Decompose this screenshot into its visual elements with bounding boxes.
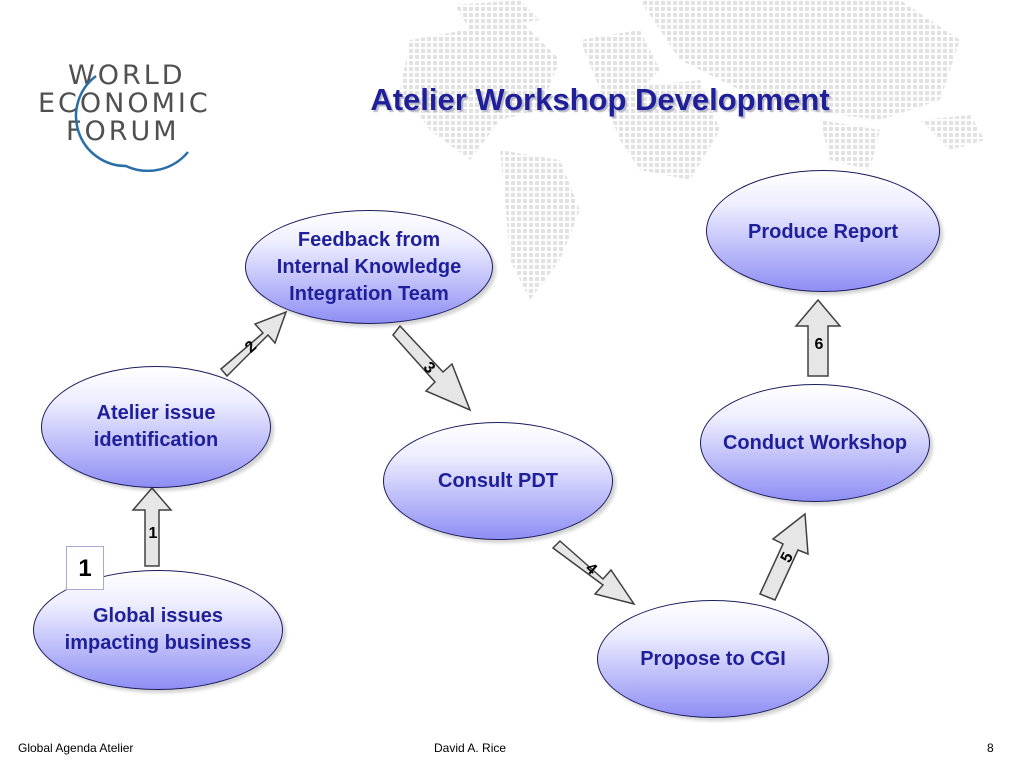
node-propose-to-cgi: Propose to CGI [597, 600, 829, 718]
logo-arc-icon [74, 75, 189, 172]
node-global-issues: Global issues impacting business [33, 570, 283, 690]
step-number-badge: 1 [66, 546, 104, 590]
footer-left: Global Agenda Atelier [18, 741, 134, 755]
node-feedback: Feedback from Internal Knowledge Integra… [245, 210, 493, 324]
node-consult-pdt: Consult PDT [383, 422, 613, 540]
node-conduct-workshop: Conduct Workshop [700, 384, 930, 502]
arrow-5 [758, 512, 809, 601]
node-produce-report: Produce Report [706, 170, 940, 292]
node-atelier-issue-identification: Atelier issue identification [41, 366, 271, 488]
world-economic-forum-logo: WORLD ECONOMIC FORUM [38, 62, 228, 172]
arrow-3 [392, 324, 472, 412]
arrow-2 [219, 310, 288, 378]
footer-center: David A. Rice [434, 741, 507, 755]
page-number: 8 [987, 741, 994, 755]
arrow-4 [551, 539, 636, 606]
logo-line-2: ECONOMIC [38, 88, 211, 119]
arrow-1 [131, 486, 173, 567]
slide-title: Atelier Workshop Development [370, 82, 830, 117]
arrow-6 [794, 298, 842, 377]
arrow-label-1: 1 [149, 525, 158, 542]
arrow-label-6: 6 [815, 336, 824, 353]
logo-line-3: FORUM [66, 116, 180, 147]
